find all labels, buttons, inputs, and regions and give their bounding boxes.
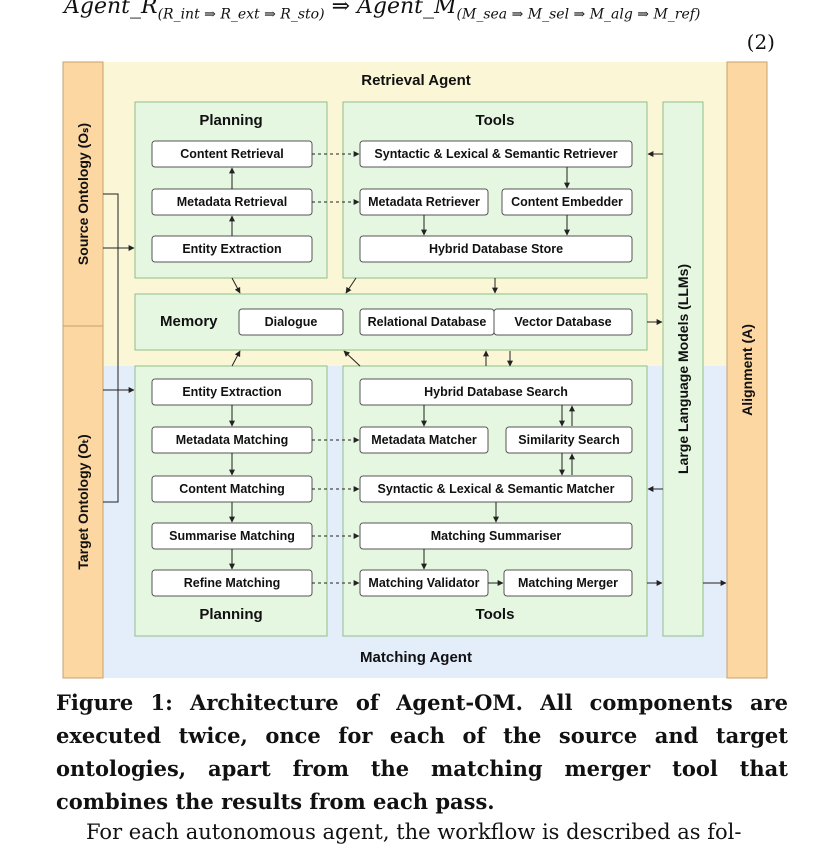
summariser-label: Matching Summariser <box>431 529 562 543</box>
similarity-search-label: Similarity Search <box>518 433 619 447</box>
vector-db-box <box>493 308 633 336</box>
relational-db-label: Relational Database <box>368 315 487 329</box>
equation-number: (2) <box>746 30 775 54</box>
dashed-connectors <box>312 151 360 586</box>
llm-label: Large Language Models (LLMs) <box>675 264 691 474</box>
alignment-label: Alignment (A) <box>739 324 755 416</box>
vector-db-label: Vector Database <box>514 315 611 329</box>
content-matching-label: Content Matching <box>179 482 285 496</box>
bracket-line <box>103 193 119 503</box>
semantic-retriever-box <box>359 140 633 168</box>
solid-connectors <box>103 151 727 586</box>
target-ontology-label: Target Ontology (Oₜ) <box>75 434 91 569</box>
metadata-matching-label: Metadata Matching <box>176 433 289 447</box>
node-labels: Content Retrieval Metadata Retrieval Ent… <box>169 147 623 590</box>
retrieval-planning-title: Planning <box>199 112 262 129</box>
equation-rhs-sub: (M_sea ⇒ M_sel ⇒ M_alg ⇒ M_ref) <box>456 6 701 23</box>
dialogue-box <box>238 308 344 336</box>
figure-caption: Figure 1: Architecture of Agent-OM. All … <box>56 690 788 814</box>
retrieval-tools-title: Tools <box>476 112 515 129</box>
merger-box <box>503 569 633 597</box>
metadata-retriever-label: Metadata Retriever <box>368 195 480 209</box>
equation-rhs: Agent_M <box>357 0 457 19</box>
retrieval-agent-label: Retrieval Agent <box>361 72 470 89</box>
arrow-mplanning-to-memory <box>231 350 241 367</box>
arrow-mtools-to-memory <box>343 350 361 367</box>
ontology-bracket <box>103 193 119 503</box>
semantic-matcher-label: Syntactic & Lexical & Semantic Matcher <box>378 482 615 496</box>
body-paragraph: For each autonomous agent, the workflow … <box>86 820 742 844</box>
equation-lhs-sub: (R_int ⇒ R_ext ⇒ R_sto) <box>157 6 325 23</box>
similarity-search-box <box>505 426 633 454</box>
hybrid-store-box <box>359 235 633 263</box>
dialogue-label: Dialogue <box>265 315 318 329</box>
source-ontology-label: Source Ontology (Oₛ) <box>75 123 91 265</box>
metadata-matcher-box <box>359 426 489 454</box>
node-boxes <box>151 140 633 597</box>
summarise-matching-label: Summarise Matching <box>169 529 295 543</box>
merger-label: Matching Merger <box>518 576 618 590</box>
matching-planning-title: Planning <box>199 606 262 623</box>
matching-agent-label: Matching Agent <box>360 649 472 666</box>
refine-matching-label: Refine Matching <box>184 576 281 590</box>
semantic-retriever-label: Syntactic & Lexical & Semantic Retriever <box>374 147 617 161</box>
equation: Agent_R(R_int ⇒ R_ext ⇒ R_sto) ⇒ Agent_M… <box>64 0 700 22</box>
summariser-box <box>359 522 633 550</box>
hybrid-store-label: Hybrid Database Store <box>429 242 563 256</box>
llm-bar <box>662 101 704 637</box>
target-ontology-bar <box>62 325 104 679</box>
equation-arrow: ⇒ <box>331 0 350 19</box>
metadata-matcher-label: Metadata Matcher <box>371 433 477 447</box>
content-embedder-label: Content Embedder <box>511 195 623 209</box>
memory-title: Memory <box>160 313 218 330</box>
content-retrieval-label: Content Retrieval <box>180 147 284 161</box>
hybrid-search-label: Hybrid Database Search <box>424 385 568 399</box>
equation-lhs: Agent_R <box>64 0 158 19</box>
entity-extraction-m-label: Entity Extraction <box>182 385 281 399</box>
metadata-retrieval-label: Metadata Retrieval <box>177 195 287 209</box>
arrow-rtools-to-memory <box>345 277 357 294</box>
architecture-diagram: Retrieval Agent Matching Agent Source On… <box>62 61 768 679</box>
alignment-bar <box>726 61 768 679</box>
hybrid-search-box <box>359 378 633 406</box>
validator-label: Matching Validator <box>368 576 479 590</box>
arrow-rplanning-to-memory <box>231 277 241 294</box>
entity-extraction-r-label: Entity Extraction <box>182 242 281 256</box>
matching-tools-title: Tools <box>476 606 515 623</box>
